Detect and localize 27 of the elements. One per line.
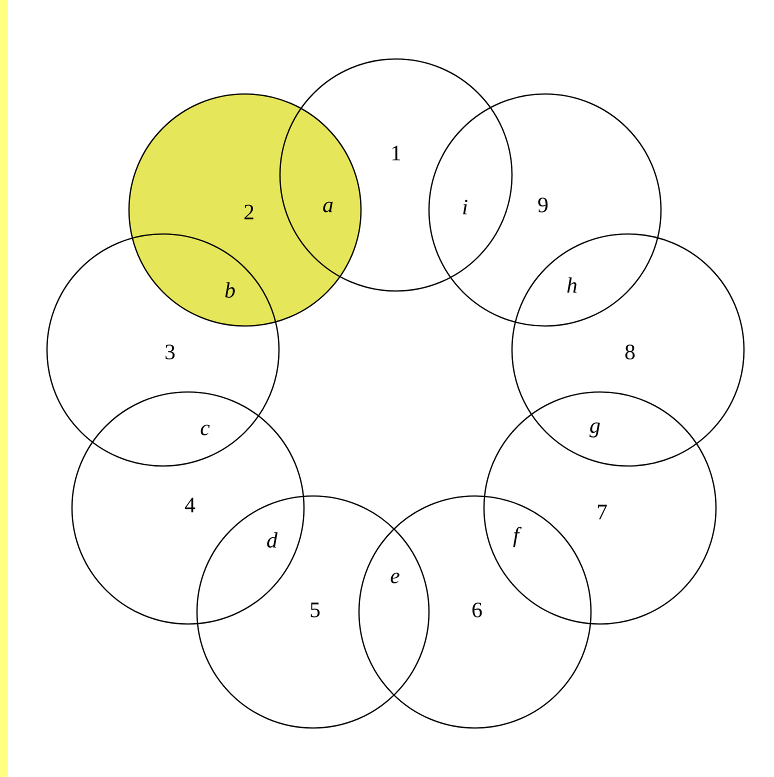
region-letter: d — [267, 532, 278, 548]
circle — [71, 391, 305, 625]
circle — [358, 495, 592, 729]
circle-number: 6 — [472, 602, 482, 618]
circle — [428, 93, 662, 327]
region-letter: b — [225, 282, 235, 298]
circle — [46, 233, 280, 467]
circle — [128, 93, 362, 327]
circle — [279, 58, 513, 292]
region-letter: i — [463, 200, 468, 214]
circle-number: 3 — [166, 344, 175, 360]
region-letter: e — [390, 572, 400, 584]
region-letter: c — [200, 424, 210, 436]
circle-number: 1 — [392, 146, 400, 160]
region-letter: a — [323, 202, 333, 212]
circle — [483, 391, 717, 625]
circle-number: 2 — [244, 204, 254, 220]
circle — [511, 233, 745, 467]
region-letter: f — [513, 526, 522, 548]
circle-number: 4 — [184, 498, 196, 512]
circle-number: 9 — [538, 198, 548, 212]
circle-number: 5 — [310, 602, 320, 618]
region-letter: g — [590, 422, 600, 438]
circle — [196, 495, 430, 729]
region-letter: h — [567, 277, 577, 293]
circle-number: 7 — [598, 504, 607, 520]
circle-number: 8 — [625, 344, 635, 360]
